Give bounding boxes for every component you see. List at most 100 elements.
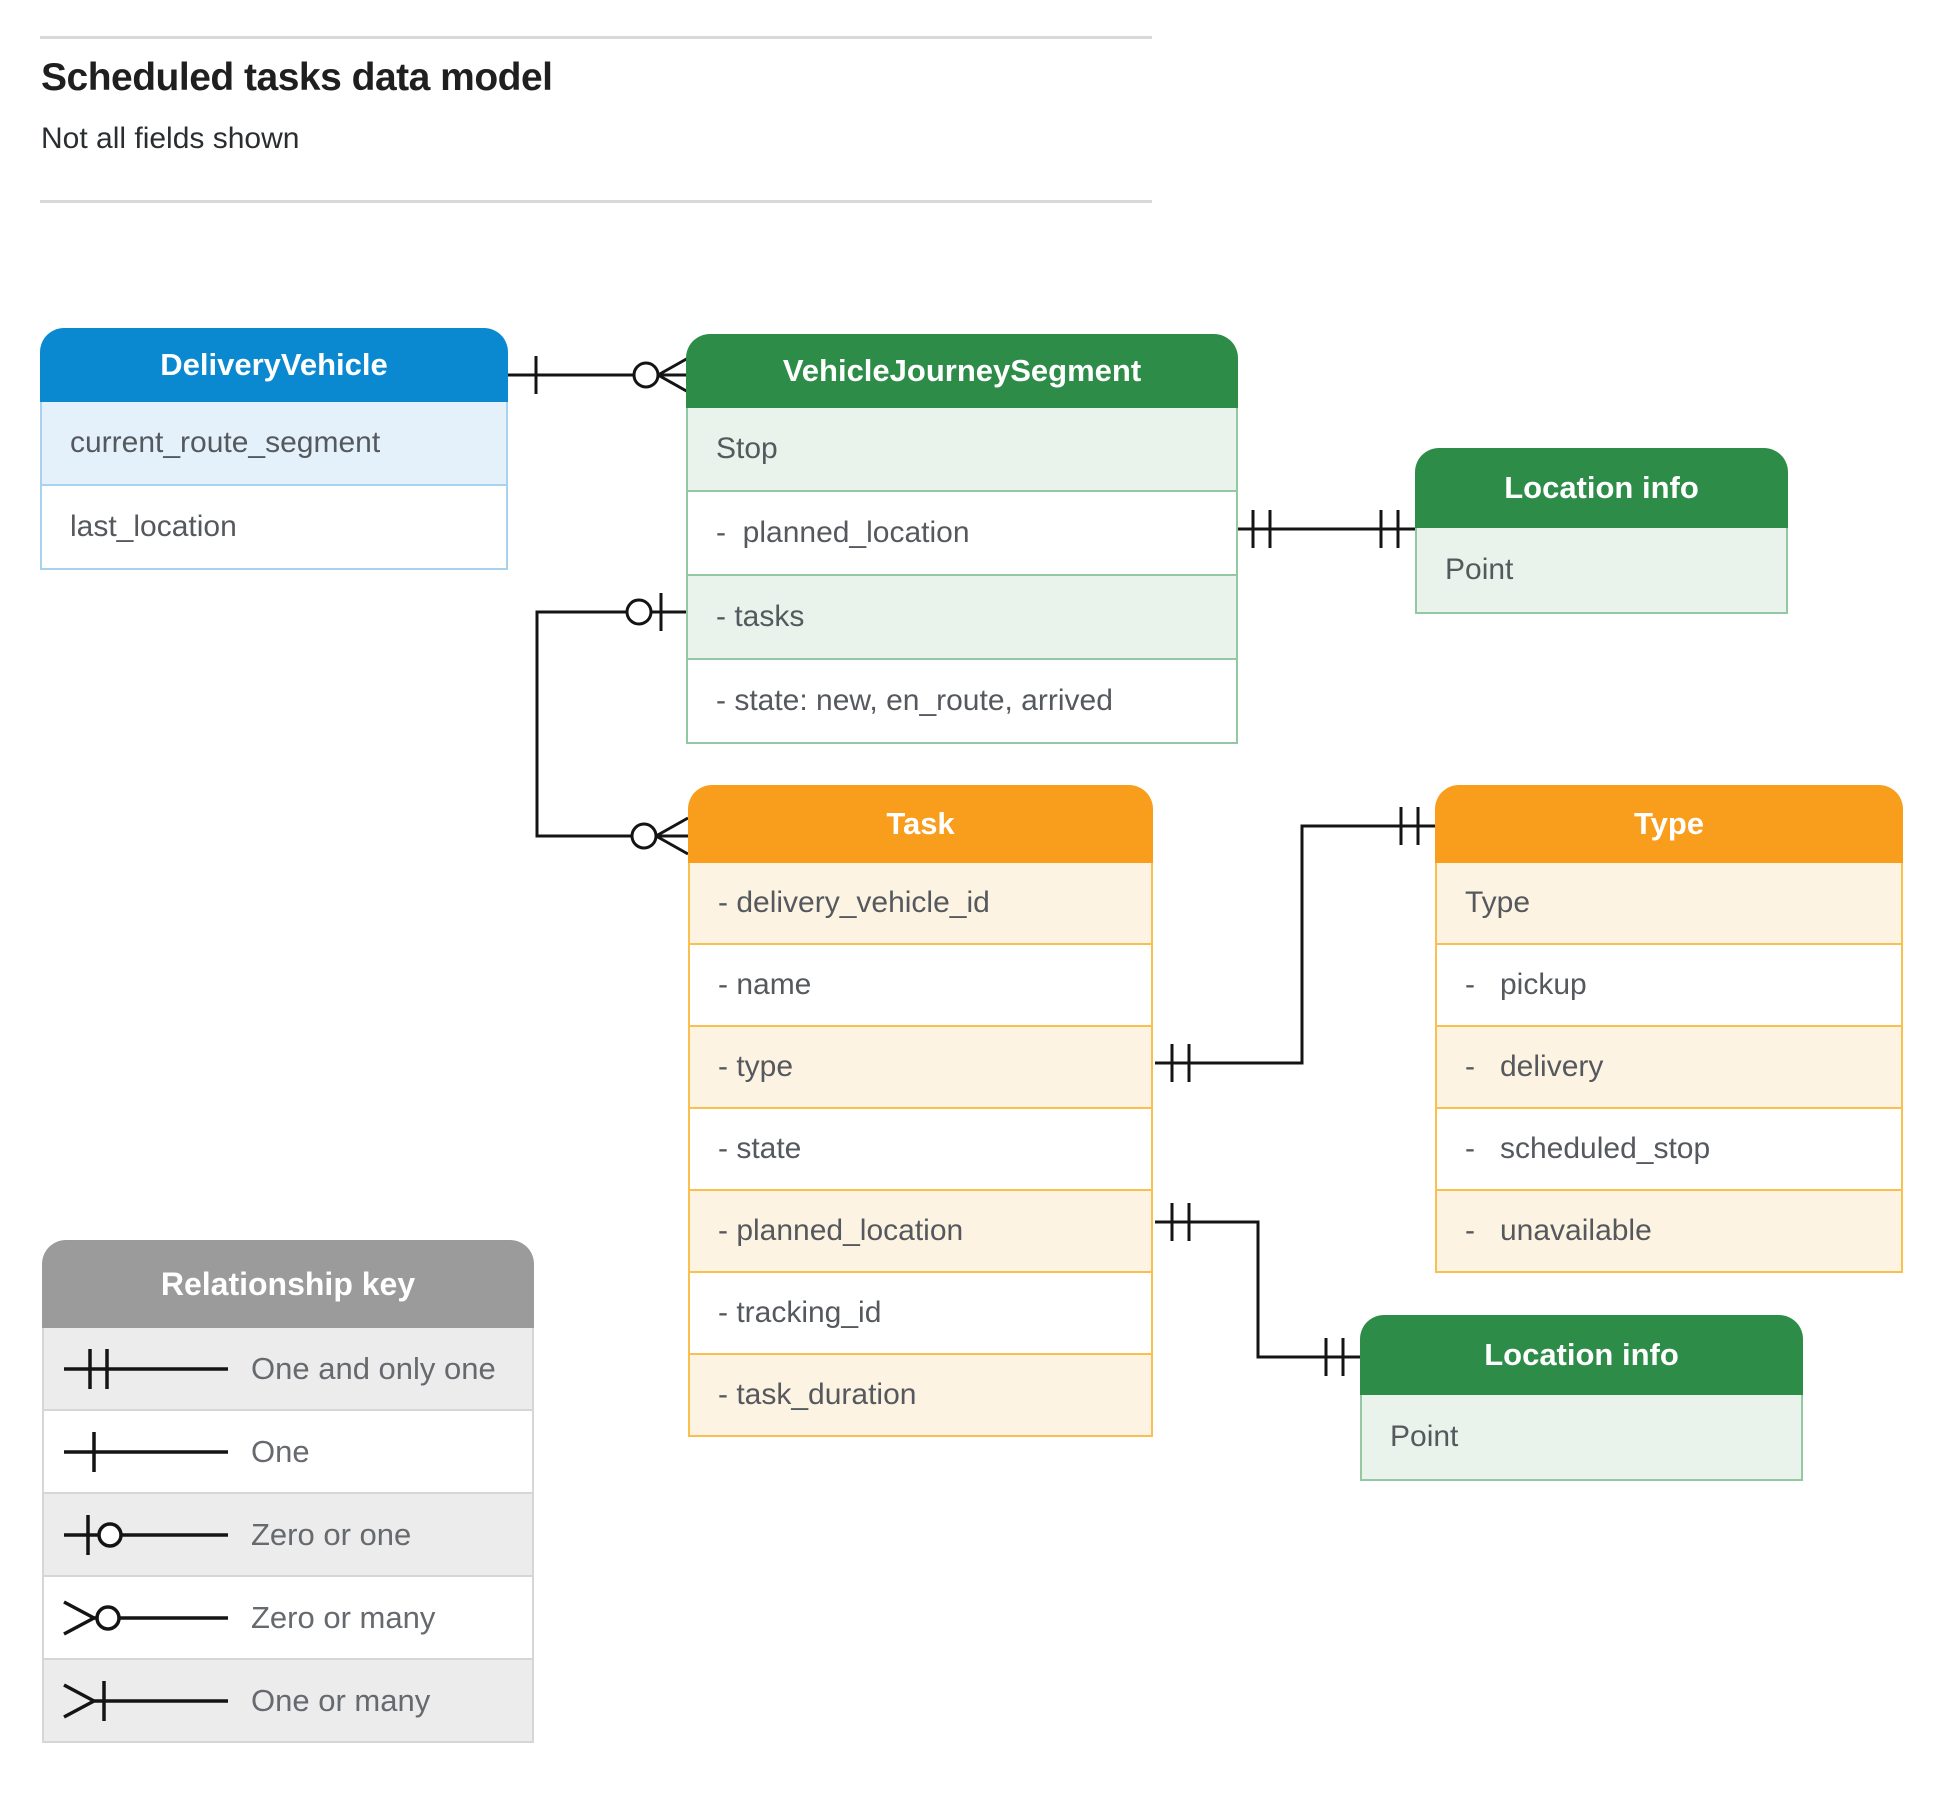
entity-title: Task — [886, 806, 955, 841]
one-and-only-one-symbol — [1324, 1338, 1345, 1376]
field-row: - name — [688, 945, 1153, 1027]
page-subtitle: Not all fields shown — [41, 122, 300, 155]
entity-header: Task — [688, 785, 1153, 863]
field-row: last_location — [40, 486, 508, 570]
relationship-key: Relationship key One and only one One — [42, 1240, 534, 1743]
field-label: - unavailable — [1465, 1214, 1652, 1247]
legend-row: One or many — [42, 1660, 534, 1743]
one-or-many-icon — [63, 1680, 228, 1721]
legend-row: Zero or one — [42, 1494, 534, 1577]
entity-header: Location info — [1415, 448, 1788, 528]
legend-label: One — [251, 1433, 310, 1469]
legend-row: One and only one — [42, 1328, 534, 1411]
entity-title: Type — [1633, 806, 1705, 841]
legend-label: Zero or many — [251, 1599, 436, 1635]
entity-title: Location info — [1504, 470, 1699, 505]
one-and-only-one-symbol — [1399, 807, 1420, 845]
top-divider — [40, 36, 1152, 39]
field-label: - delivery — [1465, 1050, 1604, 1083]
entity-fields: Stop - planned_location - tasks - state: ne… — [686, 408, 1238, 744]
field-row: Point — [1360, 1395, 1803, 1481]
legend-label: One or many — [251, 1682, 431, 1718]
page-title: Scheduled tasks data model — [41, 56, 553, 99]
field-label: Type — [1465, 886, 1531, 919]
field-label: - state: new, en_route, arrived — [716, 684, 1113, 717]
relationship-key-title: Relationship key — [160, 1265, 416, 1302]
relationship-key-rows: One and only one One Zero or one — [42, 1328, 534, 1743]
zero-or-many-icon — [63, 1599, 228, 1636]
field-row: - tasks — [686, 576, 1238, 660]
field-label: - delivery_vehicle_id — [718, 886, 990, 919]
entity-header: Type — [1435, 785, 1903, 863]
entity-title: Location info — [1484, 1337, 1679, 1372]
field-label: - type — [718, 1050, 794, 1083]
one-and-only-one-symbol — [1251, 510, 1272, 548]
field-label: Stop — [716, 432, 778, 465]
field-row: - planned_location — [686, 492, 1238, 576]
entity-task: Task - delivery_vehicle_id- name- type- … — [688, 785, 1153, 1437]
field-label: last_location — [70, 510, 237, 543]
field-label: - planned_location — [718, 1214, 964, 1247]
field-row: Type — [1435, 863, 1903, 945]
field-row: Point — [1415, 528, 1788, 614]
field-label: - state — [718, 1132, 802, 1165]
field-row: - planned_location — [688, 1191, 1153, 1273]
field-row: - state — [688, 1109, 1153, 1191]
field-label: - tracking_id — [718, 1296, 882, 1329]
entity-location-info-bottom: Location info Point — [1360, 1315, 1803, 1481]
entity-vehicle-journey-segment: VehicleJourneySegment Stop - planned_loca… — [686, 334, 1238, 744]
field-row: - scheduled_stop — [1435, 1109, 1903, 1191]
relationship-key-header: Relationship key — [42, 1240, 534, 1328]
entity-fields: Type - pickup - delivery - scheduled_stop - … — [1435, 863, 1903, 1273]
field-row: - type — [688, 1027, 1153, 1109]
legend-label: One and only one — [251, 1350, 496, 1386]
legend-row: Zero or many — [42, 1577, 534, 1660]
field-label: - name — [718, 968, 812, 1001]
entity-header: DeliveryVehicle — [40, 328, 508, 402]
connector-tasks-to-task — [535, 593, 690, 856]
entity-location-info-top: Location info Point — [1415, 448, 1788, 614]
field-label: - task_duration — [718, 1378, 917, 1411]
zero-or-many-symbol — [632, 355, 691, 395]
entity-fields: current_route_segment last_location — [40, 402, 508, 570]
connector-plannedlocation-to-locationinfo-bottom — [1155, 1203, 1360, 1376]
zero-or-one-symbol — [625, 593, 663, 631]
field-label: Point — [1445, 553, 1514, 586]
one-and-only-one-icon — [64, 1348, 228, 1389]
entity-fields: - delivery_vehicle_id - name - type - state… — [688, 863, 1153, 1437]
entity-fields: Point — [1415, 528, 1788, 614]
field-label: - scheduled_stop — [1465, 1132, 1711, 1165]
field-row: Stop — [686, 408, 1238, 492]
entity-title: VehicleJourneySegment — [782, 353, 1142, 388]
field-label: - pickup — [1465, 968, 1587, 1001]
field-label: - tasks — [716, 600, 805, 633]
entity-header: Location info — [1360, 1315, 1803, 1395]
field-row: - state: new, en_route, arrived — [686, 660, 1238, 744]
entity-title: DeliveryVehicle — [160, 347, 388, 382]
field-row: - unavailable — [1435, 1191, 1903, 1273]
field-row: - pickup — [1435, 945, 1903, 1027]
legend-label: Zero or one — [251, 1516, 412, 1552]
one-and-only-one-symbol — [1170, 1203, 1191, 1241]
legend-row: One — [42, 1411, 534, 1494]
connector-type-to-type-entity — [1155, 807, 1435, 1082]
one-and-only-one-symbol — [1379, 510, 1400, 548]
field-label: - planned_location — [716, 516, 970, 549]
zero-or-one-icon — [64, 1514, 228, 1555]
field-row: - tracking_id — [688, 1273, 1153, 1355]
entity-type: Type Type - pickup - delivery - scheduled_s… — [1435, 785, 1903, 1273]
one-and-only-one-symbol — [1170, 1044, 1191, 1082]
entity-header: VehicleJourneySegment — [686, 334, 1238, 408]
field-label: current_route_segment — [70, 426, 381, 459]
one-icon — [64, 1431, 228, 1472]
connector-plannedlocation-to-locationinfo-top — [1238, 510, 1415, 548]
zero-or-many-symbol — [630, 816, 689, 856]
entity-fields: Point — [1360, 1395, 1803, 1481]
connector-deliveryvehicle-to-vehiclejourneysegment — [508, 355, 691, 395]
field-row: current_route_segment — [40, 402, 508, 486]
field-row: - delivery — [1435, 1027, 1903, 1109]
field-row: - task_duration — [688, 1355, 1153, 1437]
header-bottom-divider — [40, 200, 1152, 203]
field-label: Point — [1390, 1420, 1459, 1453]
